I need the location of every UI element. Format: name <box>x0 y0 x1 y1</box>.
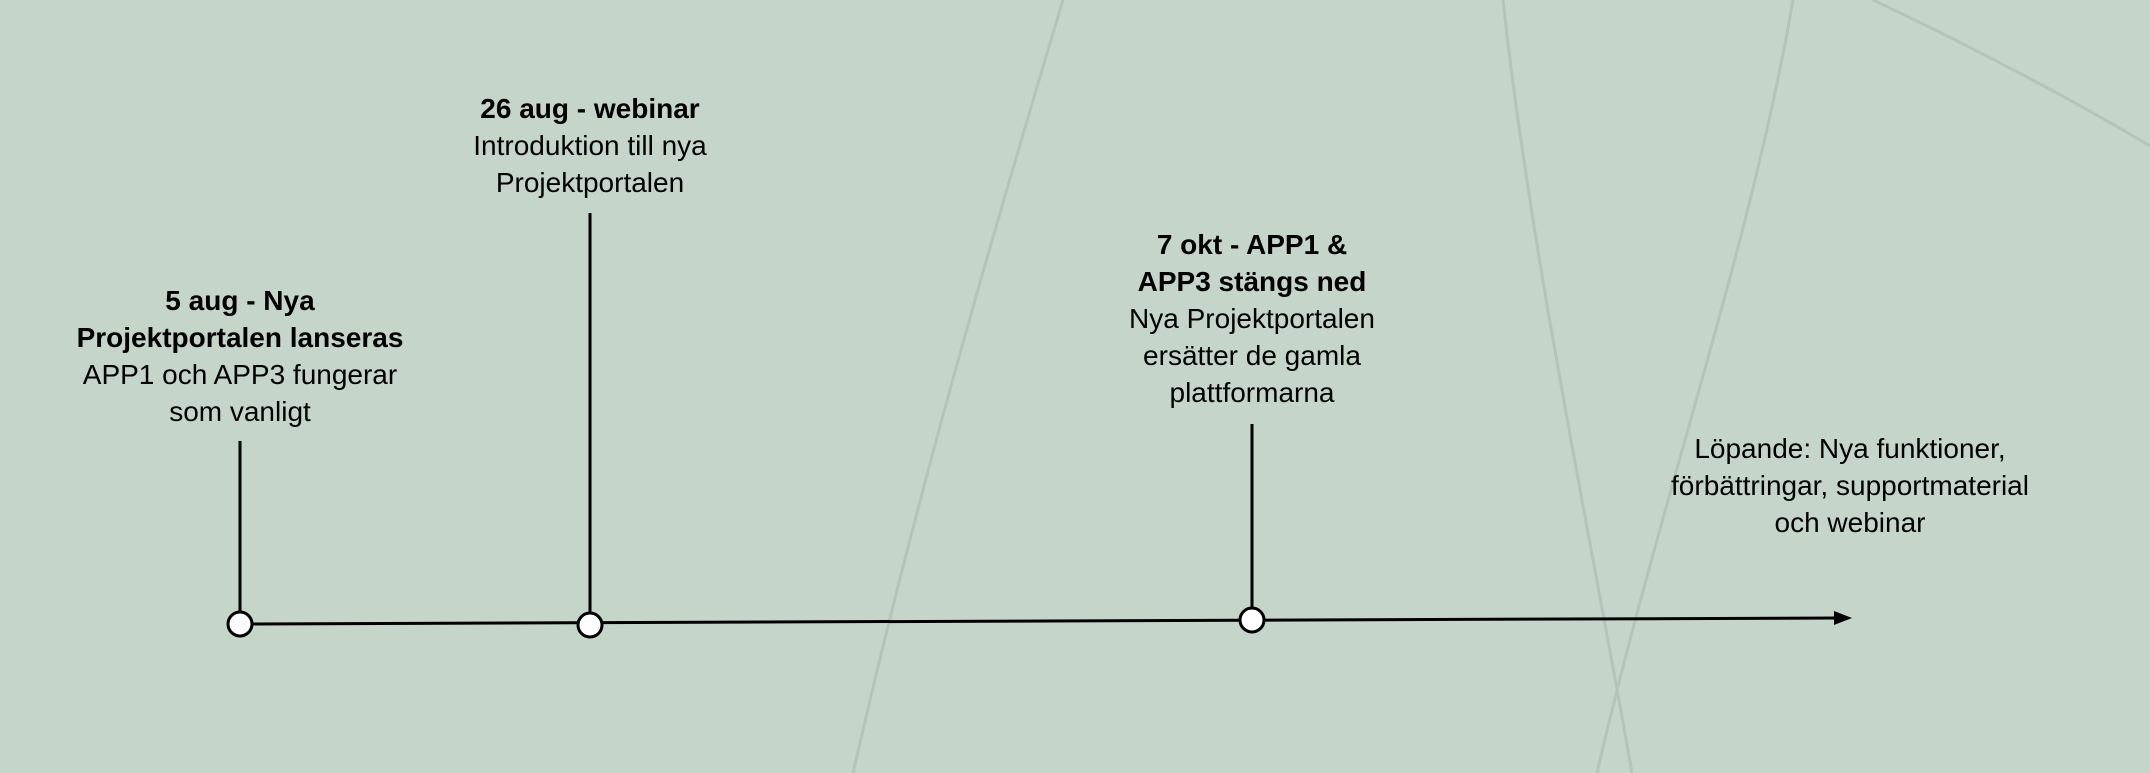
event-title: 7 okt - APP1 & APP3 stängs ned <box>1137 229 1367 297</box>
event-label-1: 5 aug - Nya Projektportalen lanseras APP… <box>40 282 440 430</box>
ongoing-note: Löpande: Nya funktioner, förbättringar, … <box>1645 430 2055 541</box>
event-marker-2 <box>576 611 604 639</box>
event-marker-3 <box>1238 606 1266 634</box>
event-title: 26 aug - webinar <box>480 93 700 124</box>
event-marker-1 <box>226 610 254 638</box>
decorative-curve-3 <box>1595 0 1795 773</box>
timeline-arrowhead <box>1834 611 1852 625</box>
timeline-markers <box>226 606 1266 639</box>
decorative-curves <box>851 0 2150 773</box>
event-label-2: 26 aug - webinar Introduktion till nya P… <box>420 90 760 201</box>
timeline-axis <box>239 616 1839 626</box>
event-title: 5 aug - Nya Projektportalen lanseras <box>76 285 404 353</box>
event-description: Introduktion till nya Projektportalen <box>473 130 707 198</box>
decorative-curve-1 <box>851 0 1065 773</box>
decorative-curve-4 <box>1872 0 2150 148</box>
ongoing-note-text: Löpande: Nya funktioner, förbättringar, … <box>1671 433 2029 538</box>
event-label-3: 7 okt - APP1 & APP3 stängs ned Nya Proje… <box>1102 226 1402 411</box>
decorative-curve-2 <box>1501 0 1634 773</box>
event-description: Nya Projektportalen ersätter de gamla pl… <box>1129 303 1375 408</box>
event-description: APP1 och APP3 fungerar som vanligt <box>82 359 398 427</box>
timeline-stems <box>238 213 1254 614</box>
